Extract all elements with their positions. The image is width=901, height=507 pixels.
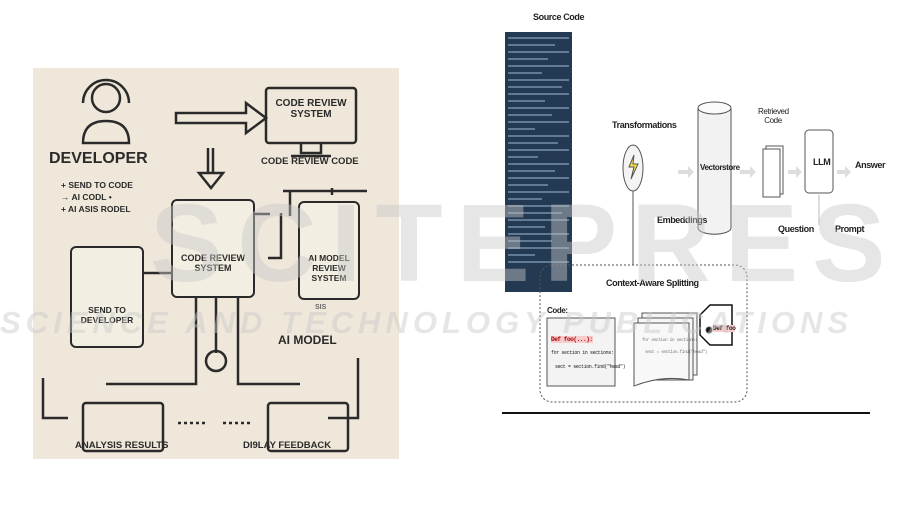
arrow-icon bbox=[740, 166, 756, 178]
watermark-subtitle: SCIENCE AND TECHNOLOGY PUBLICATIONS bbox=[0, 305, 854, 340]
code-label: Code: bbox=[547, 306, 568, 315]
prompt-label: Prompt bbox=[835, 224, 865, 234]
chunk-line: for section in sections: bbox=[642, 338, 698, 343]
display-label: DI9LAY FEEDBACK bbox=[243, 440, 332, 451]
lightning-icon bbox=[628, 154, 639, 180]
code-review-diagram: DEVELOPER CODE REVIEW SYSTEM CODE REVIEW… bbox=[33, 68, 399, 459]
developer-label: DEVELOPER bbox=[49, 150, 148, 167]
arrow-icon bbox=[837, 166, 851, 178]
answer-label: Answer bbox=[855, 160, 886, 170]
analysis-label: ANALYSIS RESULTS bbox=[75, 440, 169, 451]
laptop-icon bbox=[81, 401, 165, 453]
sis-label: SIS bbox=[315, 304, 327, 311]
retrieved-code-label: Retrieved Code bbox=[758, 107, 789, 125]
chunk-line: sect = section.find("head") bbox=[645, 350, 708, 355]
center-box: CODE REVIEW SYSTEM bbox=[171, 199, 255, 298]
laptop-icon bbox=[266, 401, 350, 453]
send-box-label: SEND TO DEVELOPER bbox=[80, 305, 134, 325]
bullet: + AI ASIS RODEL bbox=[61, 204, 131, 214]
rag-pipeline-diagram: Source Code Transformations Embeddings V… bbox=[500, 0, 886, 420]
arrow-icon bbox=[678, 166, 694, 178]
pipeline-shapes bbox=[539, 101, 851, 403]
splitting-container bbox=[539, 264, 748, 403]
monitor-icon bbox=[264, 86, 358, 145]
monitor-label: CODE REVIEW SYSTEM bbox=[275, 98, 347, 120]
splitting-label: Context-Aware Splitting bbox=[606, 278, 699, 288]
send-box: SEND TO DEVELOPER bbox=[70, 246, 144, 348]
vectorstore-cylinder bbox=[697, 108, 732, 235]
arrow-icon bbox=[788, 166, 802, 178]
llm-label: LLM bbox=[813, 157, 831, 167]
top-caption: CODE REVIEW CODE bbox=[261, 156, 359, 167]
ai-model-label: AI MODEL bbox=[278, 333, 337, 347]
transformations-label: Transformations bbox=[612, 120, 677, 130]
figure-rule bbox=[502, 412, 870, 414]
bullet: → AI CODL • bbox=[61, 192, 112, 202]
code-line: for section in sections: bbox=[551, 350, 614, 356]
code-line: sect = section.find("head") bbox=[555, 364, 626, 370]
source-code-image bbox=[505, 32, 572, 292]
ai-review-box: AI MODEL REVIEW SYSTEM bbox=[298, 201, 360, 300]
down-arrow-icon bbox=[196, 148, 226, 191]
developer-head-icon bbox=[90, 82, 122, 114]
center-box-label: CODE REVIEW SYSTEM bbox=[180, 253, 245, 273]
source-code-label: Source Code bbox=[533, 12, 585, 22]
ai-review-label: AI MODEL REVIEW SYSTEM bbox=[308, 253, 350, 283]
embeddings-label: Embeddings bbox=[657, 215, 708, 225]
llm-box bbox=[804, 129, 834, 194]
def-foo-chunk: Def foo bbox=[713, 325, 736, 332]
code-line: Def foo(...): bbox=[551, 336, 593, 343]
vectorstore-label: Vectorstore bbox=[700, 163, 740, 172]
right-arrow-icon bbox=[174, 100, 269, 136]
bullet: + SEND TO CODE bbox=[61, 180, 133, 190]
question-label: Question bbox=[778, 224, 814, 234]
